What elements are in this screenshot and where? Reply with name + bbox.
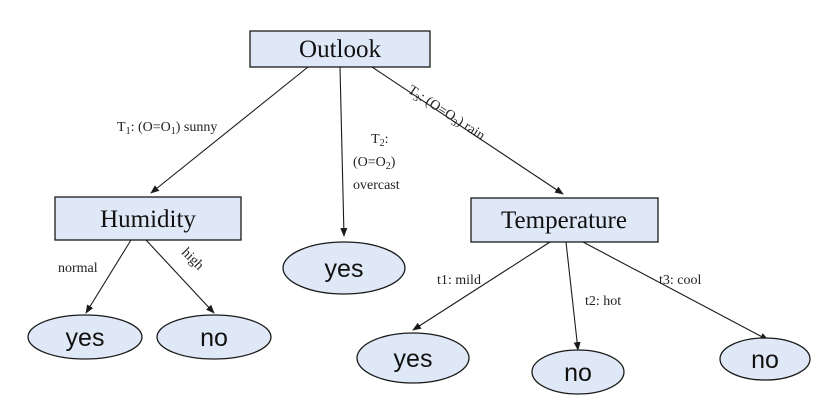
- edge-label-overcast-line1: T2:: [371, 132, 388, 149]
- edge-label-hot: t2: hot: [585, 294, 621, 309]
- leaf-overcast: yes: [282, 241, 406, 295]
- edge-outlook-temperature: [371, 66, 564, 195]
- edge-label-overcast-line2: (O=O2): [353, 155, 396, 172]
- node-outlook: Outlook: [249, 30, 431, 68]
- edge-temperature-mild: [412, 241, 551, 331]
- edge-outlook-humidity: [150, 66, 309, 194]
- leaf-temp-cool: no: [719, 337, 811, 381]
- edge-outlook-overcast: [339, 66, 348, 237]
- edge-temperature-hot: [565, 241, 581, 351]
- edge-label-normal: normal: [58, 261, 98, 276]
- leaf-temp-hot-label: no: [564, 359, 592, 387]
- leaf-humidity-normal-label: yes: [66, 324, 105, 352]
- edge-humidity-high: [145, 239, 215, 314]
- node-humidity-label: Humidity: [100, 206, 196, 233]
- leaf-humidity-normal: yes: [27, 314, 143, 360]
- edge-label-sunny: T1: (O=O1) sunny: [117, 120, 217, 137]
- edge-temperature-cool: [582, 241, 769, 341]
- edge-label-overcast-line3: overcast: [353, 178, 400, 193]
- edge-label-rain: T3: (O=O3) rain: [404, 83, 488, 146]
- edge-label-mild: t1: mild: [437, 273, 481, 288]
- leaf-humidity-high: no: [156, 314, 272, 360]
- leaf-temp-mild: yes: [356, 332, 470, 384]
- node-outlook-label: Outlook: [299, 36, 381, 63]
- edge-label-high: high: [178, 245, 206, 273]
- leaf-temp-cool-label: no: [751, 346, 779, 374]
- leaf-humidity-high-label: no: [200, 324, 228, 352]
- edge-label-cool: t3: cool: [659, 273, 701, 288]
- edge-humidity-normal: [85, 239, 132, 314]
- leaf-temp-hot: no: [531, 349, 625, 395]
- leaf-overcast-label: yes: [325, 255, 364, 283]
- node-temperature: Temperature: [470, 197, 659, 243]
- leaf-temp-mild-label: yes: [394, 345, 433, 373]
- node-humidity: Humidity: [54, 196, 242, 241]
- node-temperature-label: Temperature: [501, 207, 627, 234]
